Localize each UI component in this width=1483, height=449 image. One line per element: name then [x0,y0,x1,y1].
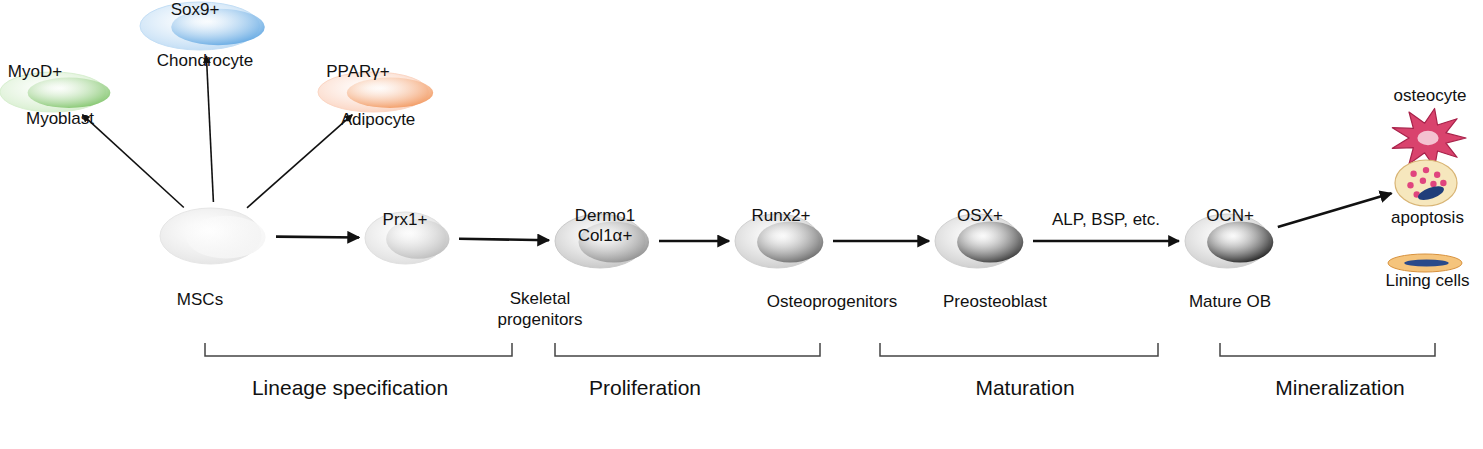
cell-label: Adipocyte [313,110,443,130]
phase-bracket [880,343,1158,356]
cell-shape [1390,108,1466,168]
msc-cell: MSCs [160,208,270,264]
cell-label: apoptosis [1380,208,1475,228]
arrow-connector [1278,193,1392,227]
cell-label: Dermo1 Col1α+ [555,206,655,246]
dermo1-cell: Dermo1 Col1α+ [555,214,653,268]
cell-label: PPARγ+ [313,62,403,82]
phase-label: Proliferation [560,376,730,400]
arrow-connector [1033,240,1179,242]
mature-ob-cell: OCN+Mature OB [1185,214,1277,268]
arrow-connector [247,115,352,208]
cell-label: MyoD+ [0,62,75,82]
arrow-connector [82,115,183,208]
phase-label: Maturation [940,376,1110,400]
arrow-connector [459,239,549,240]
edge-label: ALP, BSP, etc. [1036,209,1176,230]
arrow-connector [659,240,729,243]
cell-label: Prx1+ [365,210,445,230]
cell-label: Myoblast [0,109,125,129]
cell-label: Sox9+ [155,0,235,20]
phase-bracket [1220,343,1435,356]
osteocyte-cell: osteocyte [1390,108,1466,168]
cell-label: MSCs [150,290,250,310]
osteoprogenitor-cell: Runx2+Osteoprogenitors [735,214,827,268]
myoblast-cell: MyoD+Myoblast [0,72,115,112]
preosteoblast-cell: OSX+Preosteoblast [935,214,1027,268]
cell-label: Runx2+ [735,206,827,226]
lining-cell: Lining cells [1388,254,1462,272]
skeletal-progenitor-cell: Prx1+ [365,212,453,264]
phase-bracket [205,343,512,356]
cell-label: Chondrocyte [140,51,270,71]
cell-label: osteocyte [1385,86,1475,106]
arrow-connector [276,235,359,238]
cell-label: OSX+ [940,206,1020,226]
adipocyte-cell: PPARγ+Adipocyte [318,72,438,112]
stage-label: Skeletal progenitors [490,288,590,330]
cell-shape [1395,160,1457,206]
arrow-connector [833,240,929,243]
cell-label: OCN+ [1190,206,1270,226]
cell-shape [160,208,270,264]
chondrocyte-cell: Sox9+Chondrocyte [140,2,270,50]
phase-bracket [555,343,820,356]
cell-label: Mature OB [1170,292,1290,312]
cell-shape [1388,254,1462,272]
phase-label: Mineralization [1255,376,1425,400]
apoptotic-cell: apoptosis [1395,160,1457,206]
cell-label: Osteoprogenitors [757,292,907,312]
arrow-connector [206,56,213,202]
cell-label: Preosteoblast [930,292,1060,312]
cell-label: Lining cells [1380,271,1475,291]
phase-label: Lineage specification [190,376,510,400]
